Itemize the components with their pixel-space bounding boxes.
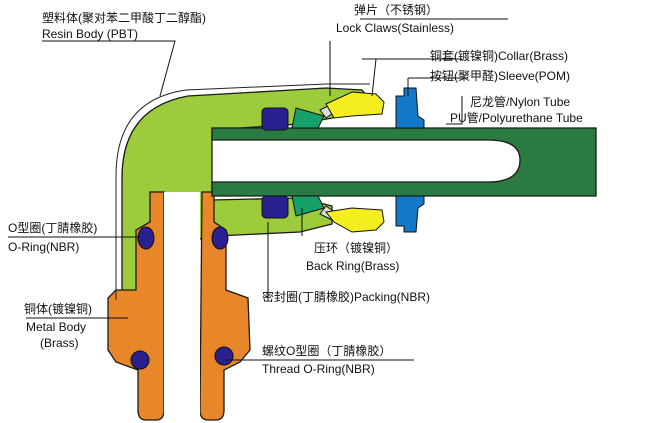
label-collar: 铜套(镀镍铜)Collar(Brass) — [430, 48, 568, 63]
label-metal-body-cn: 铜体(镀镍铜) — [24, 301, 92, 316]
o-ring-right — [211, 226, 229, 250]
sleeve-top — [395, 87, 425, 129]
label-metal-body-en2: (Brass) — [40, 336, 79, 350]
label-resin-body-en: Resin Body (PBT) — [42, 27, 138, 41]
tube — [211, 127, 597, 197]
label-back-ring-cn: 压环（镀镍铜） — [314, 240, 398, 255]
collar-top — [325, 91, 385, 119]
thread-o-ring-left — [130, 350, 150, 370]
label-thread-o-ring-en: Thread O-Ring(NBR) — [262, 362, 375, 376]
label-pu-tube: PU管/Polyurethane Tube — [450, 110, 583, 125]
thread-o-ring-right — [214, 346, 234, 366]
label-thread-o-ring-cn: 螺纹O型圈（丁腈橡胶） — [262, 343, 391, 358]
resin-body-outline — [115, 83, 370, 300]
label-o-ring-en: O-Ring(NBR) — [8, 240, 79, 254]
collar-bottom — [325, 207, 385, 233]
leader-lines — [8, 18, 508, 361]
label-lock-claws-en: Lock Claws(Stainless) — [336, 21, 454, 35]
label-nylon-tube: 尼龙管/Nylon Tube — [470, 94, 570, 109]
label-resin-body-cn: 塑料体(聚对苯二甲酸丁二醇酯) — [42, 10, 206, 25]
metal-body-bore — [164, 192, 200, 422]
label-o-ring-cn: O型圈(丁腈橡胶) — [8, 220, 97, 235]
packing-bottom — [261, 195, 289, 219]
metal-body-right — [199, 191, 251, 421]
label-sleeve: 按钮(聚甲醛)Sleeve(POM) — [430, 68, 570, 83]
label-back-ring-en: Back Ring(Brass) — [306, 259, 399, 273]
packing-top — [261, 107, 289, 131]
label-metal-body-en: Metal Body — [26, 320, 86, 334]
sleeve-bottom — [395, 195, 425, 233]
label-lock-claws-cn: 弹片（不锈钢） — [354, 3, 438, 17]
label-packing: 密封圈(丁腈橡胶)Packing(NBR) — [262, 289, 430, 304]
metal-body-left — [107, 191, 165, 421]
o-ring-left — [137, 226, 155, 250]
